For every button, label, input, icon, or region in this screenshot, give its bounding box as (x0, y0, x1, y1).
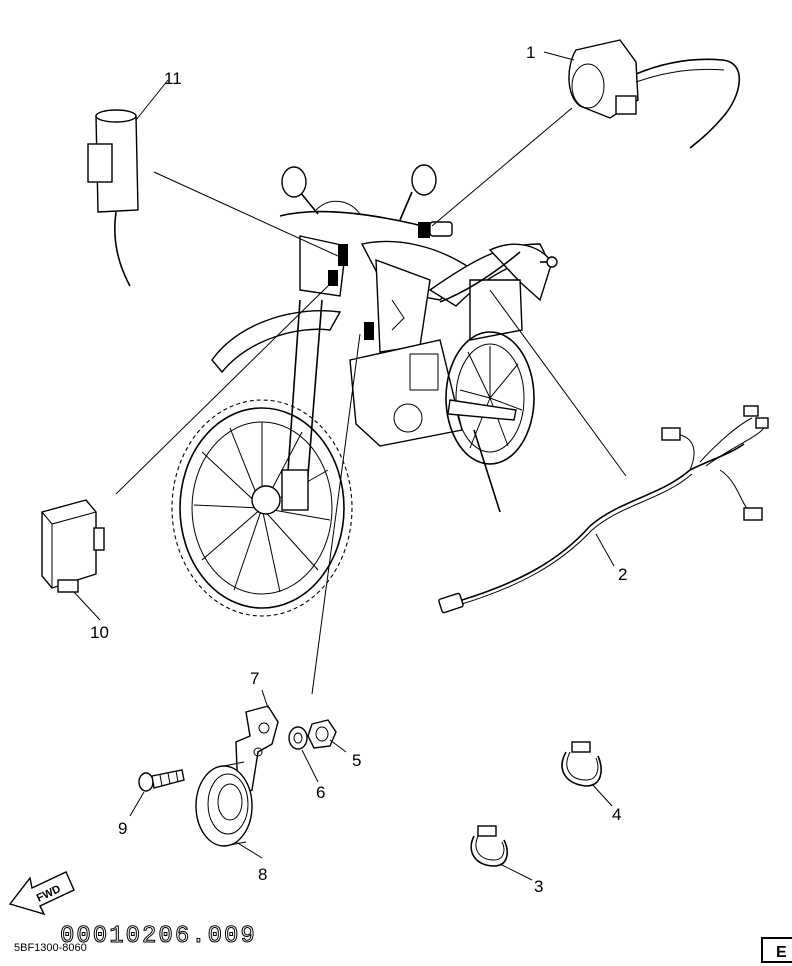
front-tire (179, 407, 345, 609)
motorcycle-illustration (171, 164, 558, 617)
front-fender (211, 309, 342, 374)
part-horn[interactable] (195, 761, 253, 847)
part-relay[interactable] (87, 109, 139, 287)
corner-tab-label: E (776, 944, 787, 961)
part-clamp-large[interactable] (561, 741, 602, 787)
shroud-graphic (391, 299, 405, 331)
fork-lower (281, 469, 309, 511)
callout-8: 8 (258, 865, 267, 884)
callout-2: 2 (618, 565, 627, 584)
cylinder (409, 353, 439, 391)
right-mirror-stem (399, 191, 413, 221)
engine-cover (393, 403, 423, 433)
rear-turn-signal (546, 256, 558, 268)
page-code-stamp: 00010206.009 (60, 923, 257, 950)
rear-tire (445, 331, 535, 465)
callout-6: 6 (316, 783, 325, 802)
part-bolt[interactable] (138, 769, 185, 792)
callout-7: 7 (250, 669, 259, 688)
front-fork (285, 299, 323, 501)
corner-tab (761, 937, 792, 963)
part-flasher-relay[interactable] (41, 499, 105, 593)
engine (349, 339, 463, 447)
part-nut[interactable] (307, 719, 337, 749)
switch-mount-mark (418, 222, 430, 238)
part-clamp-small[interactable] (470, 825, 508, 867)
sidestand (473, 429, 501, 513)
rear-rim (455, 343, 525, 453)
side-cover (469, 279, 523, 341)
left-mirror-stem (299, 191, 319, 215)
handlebar-clamp (315, 200, 361, 215)
right-mirror (411, 164, 437, 196)
callout-3: 3 (534, 877, 543, 896)
rear-spokes (459, 346, 523, 449)
flasher-mount-mark (328, 270, 338, 286)
rear-fender (488, 243, 553, 302)
front-tire-outline (171, 399, 353, 617)
drawing-code: 5BF1300-8060 (14, 942, 87, 954)
horn-mount-mark (364, 322, 374, 340)
relay-mount-mark (338, 244, 348, 266)
right-grip (429, 221, 453, 237)
part-washer[interactable] (288, 726, 308, 750)
callout-1: 1 (526, 43, 535, 62)
callout-4: 4 (612, 805, 621, 824)
callout-10: 10 (90, 623, 109, 642)
callout-11: 11 (164, 69, 182, 88)
bike-harness-route (439, 251, 521, 303)
callout-5: 5 (352, 751, 361, 770)
swingarm (447, 399, 517, 421)
callout-9: 9 (118, 819, 127, 838)
front-hub (251, 485, 281, 515)
part-sub-wire-harness[interactable] (438, 405, 769, 614)
part-horn-bracket[interactable] (235, 705, 279, 798)
fwd-arrow-icon (8, 871, 75, 916)
leader-lines (73, 51, 627, 881)
part-handlebar-switch[interactable] (568, 39, 741, 149)
left-mirror (281, 166, 307, 198)
